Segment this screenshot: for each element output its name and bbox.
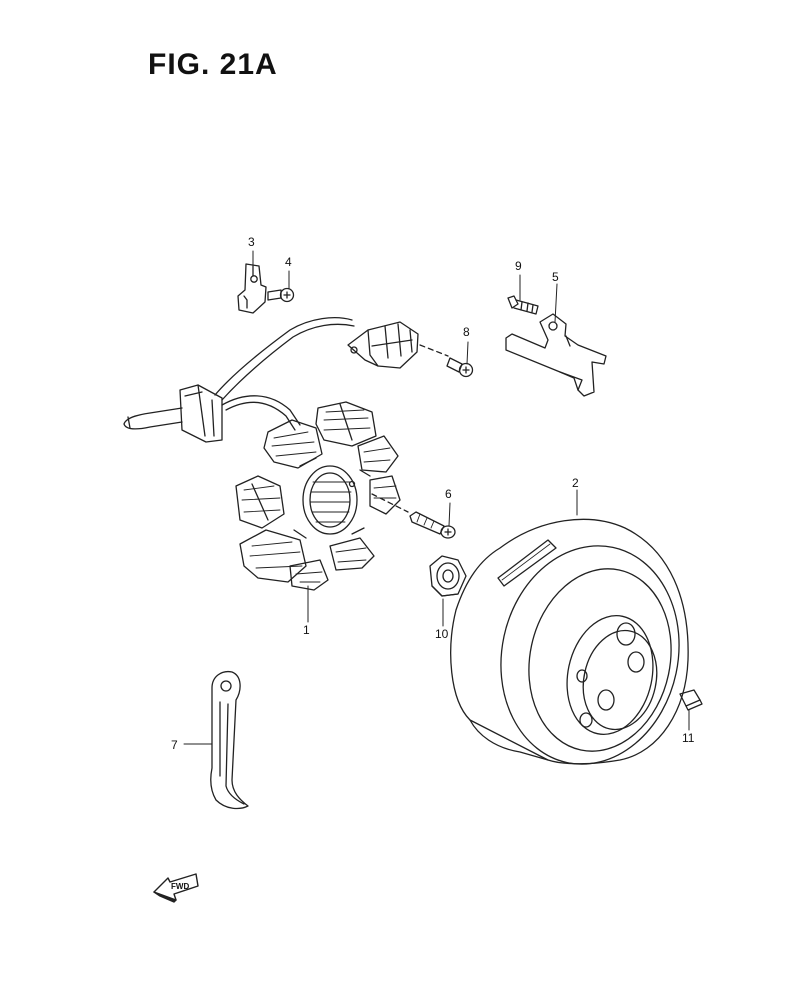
wiring-harness [123,317,355,443]
fwd-label: FWD [171,882,189,891]
callout-3: 3 [248,235,255,249]
part-5-bracket [505,313,607,397]
part-11-key [679,689,703,711]
callout-2: 2 [572,476,579,490]
part-4-screw [267,287,295,303]
pickup-sensor [347,321,449,369]
part-8-screw [446,357,474,378]
callout-1: 1 [303,623,310,637]
callout-labels: 3 4 8 9 5 6 2 1 10 7 11 [171,235,695,752]
callout-11: 11 [682,731,695,745]
callout-6: 6 [445,487,452,501]
part-6-bolt [371,493,456,539]
part-7-clamp [210,670,249,810]
callout-4: 4 [285,255,292,269]
part-2-flywheel [450,518,689,765]
figure-title: FIG. 21A [148,48,278,81]
callout-5: 5 [552,270,559,284]
part-9-bolt [507,295,539,315]
callout-8: 8 [463,325,470,339]
part-10-nut [429,555,467,597]
fwd-arrow-icon: FWD [153,873,199,903]
callout-7: 7 [171,738,178,752]
part-1-stator [235,401,401,591]
leader-lines [183,250,690,745]
callout-9: 9 [515,259,522,273]
callout-10: 10 [435,627,449,641]
part-3-bracket [237,263,267,314]
